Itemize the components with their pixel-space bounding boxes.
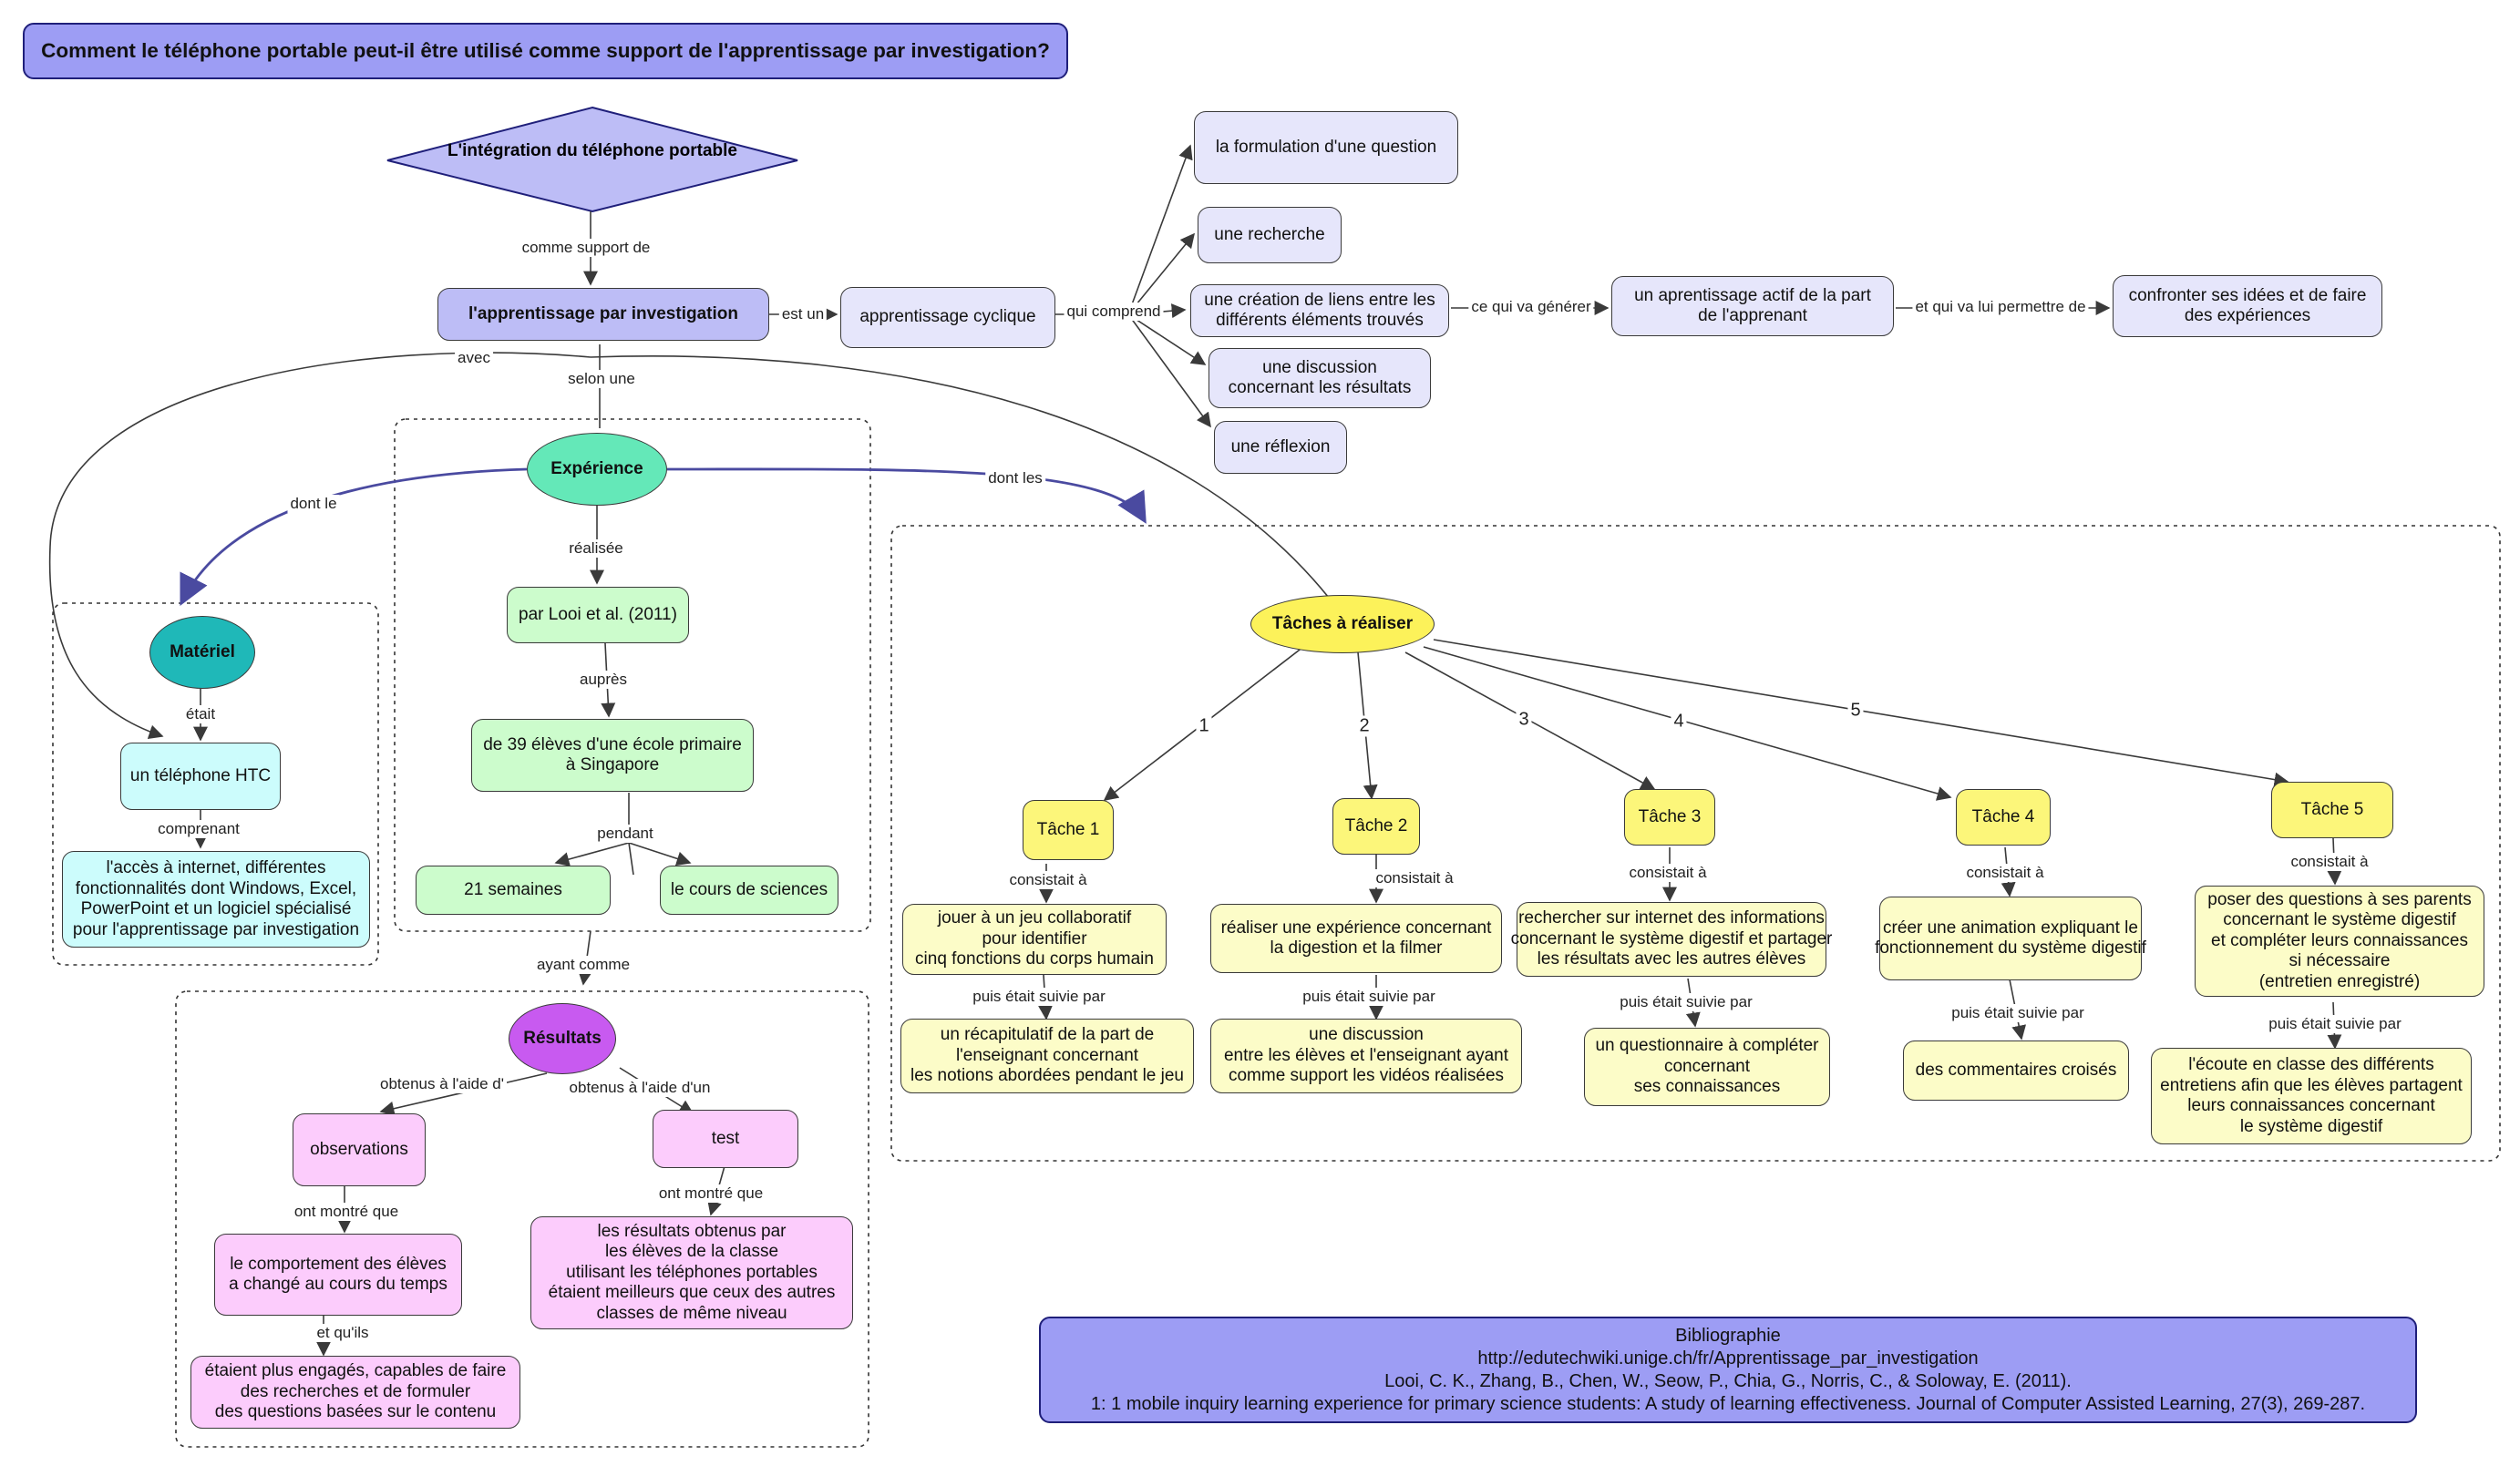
resultats-node: Résultats	[509, 1003, 616, 1074]
link-label: consistait à	[1006, 871, 1090, 889]
link-label: puis était suivie par	[970, 988, 1108, 1006]
link-label: selon une	[565, 370, 638, 388]
apprentissage-node: l'apprentissage par investigation	[437, 288, 769, 341]
link-label: avec	[455, 349, 493, 367]
link-label: consistait à	[1626, 864, 1710, 882]
experience-group	[394, 418, 871, 932]
link-label: ont montré que	[655, 1184, 766, 1203]
taches-group	[890, 525, 2501, 1162]
materiel-node: Matériel	[149, 616, 255, 689]
bibliography-link[interactable]: http://edutechwiki.unige.ch/fr/Apprentis…	[1477, 1348, 1979, 1369]
tache2-node: Tâche 2	[1332, 798, 1420, 855]
link-label: dont les	[985, 469, 1045, 487]
link-label: dont le	[287, 495, 340, 513]
link-label: est un	[778, 305, 828, 323]
link-label: auprès	[577, 671, 630, 689]
test-node: test	[653, 1110, 798, 1168]
link-label: réalisée	[566, 539, 626, 558]
link-label: puis était suivie par	[1949, 1004, 2087, 1022]
t4b-node: des commentaires croisés	[1903, 1041, 2129, 1101]
materiel-group	[52, 602, 379, 966]
link-label: obtenus à l'aide d'un	[566, 1079, 714, 1097]
tache4-node: Tâche 4	[1956, 789, 2051, 846]
integration-label: L'intégration du téléphone portable	[447, 141, 738, 160]
link-label: pendant	[594, 825, 656, 843]
link-label: puis était suivie par	[1617, 993, 1755, 1011]
link-label: obtenus à l'aide d'	[377, 1075, 507, 1093]
task-number: 1	[1196, 715, 1212, 737]
task-number: 4	[1671, 711, 1687, 733]
tache5-node: Tâche 5	[2271, 782, 2393, 838]
link-label: était	[182, 705, 219, 723]
cyclique-node: apprentissage cyclique	[840, 287, 1055, 348]
sciences-node: le cours de sciences	[660, 866, 838, 915]
semaines-node: 21 semaines	[416, 866, 611, 915]
resultats-group	[175, 990, 869, 1448]
link-label: puis était suivie par	[1300, 988, 1438, 1006]
observations-node: observations	[293, 1113, 426, 1186]
reflexion-node: une réflexion	[1214, 421, 1347, 474]
link-label: consistait à	[1373, 869, 1456, 887]
link-label: consistait à	[2288, 853, 2371, 871]
htc-node: un téléphone HTC	[120, 743, 281, 810]
link-label: ce qui va générer	[1468, 298, 1594, 316]
page-title: Comment le téléphone portable peut-il êt…	[23, 23, 1068, 79]
integration-diamond	[386, 106, 798, 213]
link-label: comprenant	[155, 820, 242, 838]
link-label: puis était suivie par	[2266, 1015, 2404, 1033]
link-label: qui comprend	[1064, 302, 1164, 321]
link-label: et qu'ils	[314, 1324, 372, 1342]
bibliography-box: Bibliographie http://edutechwiki.unige.c…	[1039, 1317, 2417, 1423]
taches-node: Tâches à réaliser	[1250, 595, 1435, 653]
tache1-node: Tâche 1	[1023, 800, 1114, 860]
looi-node: par Looi et al. (2011)	[507, 587, 689, 643]
tache3-node: Tâche 3	[1624, 789, 1715, 846]
link-label: et qui va lui permettre de	[1912, 298, 2089, 316]
task-number: 5	[1847, 700, 1864, 722]
link-label: consistait à	[1963, 864, 2047, 882]
link-label: ayant comme	[533, 956, 633, 974]
t3a-node: rechercher sur internet des informations…	[1511, 902, 1832, 977]
link-label: comme support de	[519, 239, 653, 257]
experience-node: Expérience	[527, 433, 667, 506]
recherche-node: une recherche	[1198, 207, 1342, 263]
bibliography-authors: Looi, C. K., Zhang, B., Chen, W., Seow, …	[1384, 1370, 2072, 1391]
task-number: 2	[1356, 715, 1373, 737]
bibliography-reference: 1: 1 mobile inquiry learning experience …	[1090, 1393, 2366, 1414]
bibliography-heading: Bibliographie	[1675, 1325, 1781, 1346]
task-number: 3	[1516, 709, 1532, 731]
formulation-node: la formulation d'une question	[1194, 111, 1458, 184]
link-label: ont montré que	[291, 1203, 402, 1221]
